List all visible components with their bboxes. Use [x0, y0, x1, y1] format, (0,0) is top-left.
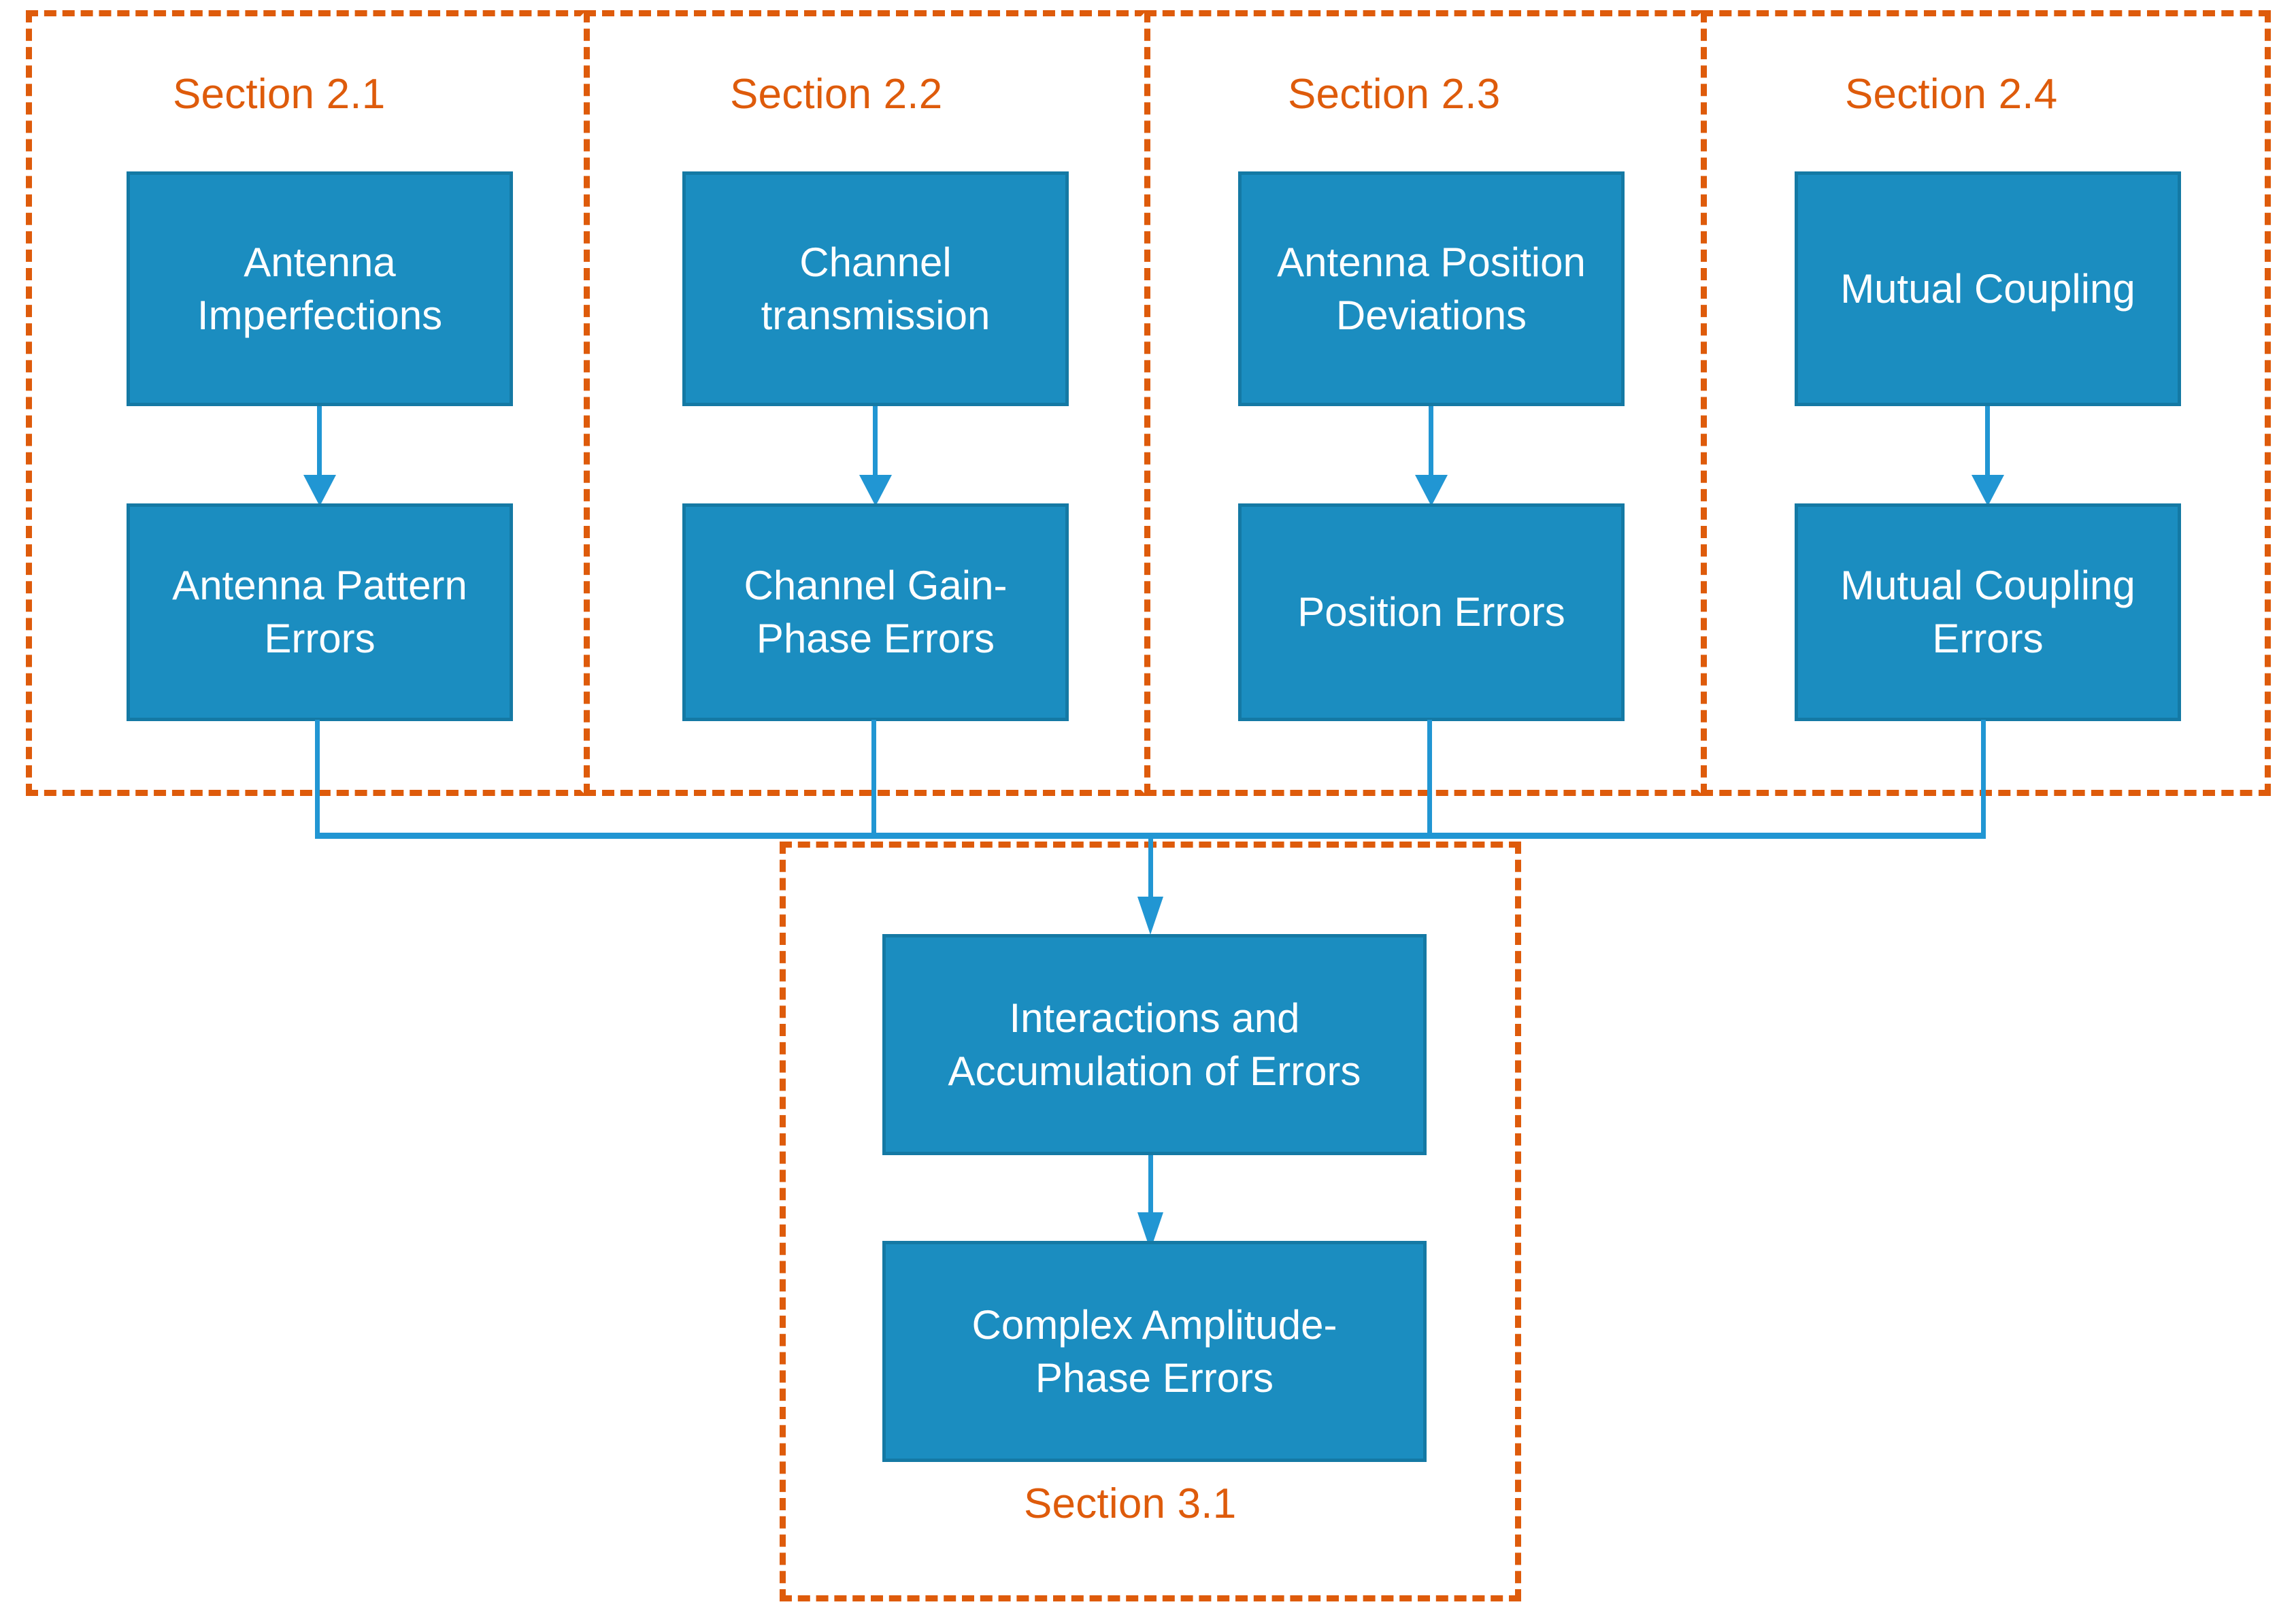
node-line-1: Antenna Position — [1277, 239, 1586, 285]
arrow-head-n3-n7 — [1415, 475, 1448, 506]
connector-n9-n10 — [1148, 1155, 1153, 1233]
section-label-3-1: Section 3.1 — [1024, 1480, 1237, 1527]
node-antenna-position-deviations[interactable]: Antenna Position Deviations — [1238, 171, 1625, 406]
node-antenna-pattern-errors[interactable]: Antenna Pattern Errors — [127, 503, 513, 721]
section-group-2-3 — [1144, 10, 1703, 796]
dropline-mutual-coupling-errors — [1981, 720, 1986, 837]
node-line-2: Imperfections — [197, 292, 443, 338]
node-line-2: Deviations — [1335, 292, 1527, 338]
node-line-2: Errors — [1932, 616, 2044, 661]
node-line-1: Mutual Coupling — [1840, 265, 2135, 312]
connector-n2-n6 — [873, 406, 878, 488]
node-line-1: Complex Amplitude- — [971, 1301, 1337, 1348]
arrow-head-bus-n9 — [1137, 897, 1163, 935]
node-line-1: Position Errors — [1297, 589, 1565, 635]
node-line-1: Antenna Pattern — [172, 563, 467, 608]
section-group-2-1 — [26, 10, 586, 796]
dropline-antenna-pattern-errors — [315, 720, 320, 837]
section-label-2-3: Section 2.3 — [1288, 71, 1501, 118]
arrow-head-n2-n6 — [859, 475, 892, 506]
section-group-2-2 — [584, 10, 1147, 796]
section-label-2-2: Section 2.2 — [730, 71, 943, 118]
node-position-errors[interactable]: Position Errors — [1238, 503, 1625, 721]
section-label-2-4: Section 2.4 — [1845, 71, 2058, 118]
node-line-1: Antenna — [244, 239, 396, 285]
connector-n3-n7 — [1429, 406, 1433, 488]
node-line-2: transmission — [761, 292, 991, 338]
node-line-1: Channel — [799, 239, 952, 285]
connector-n1-n5 — [317, 406, 322, 488]
connector-n4-n8 — [1985, 406, 1990, 488]
node-line-1: Channel Gain- — [744, 563, 1008, 608]
node-line-2: Accumulation of Errors — [948, 1048, 1361, 1094]
dropline-position-errors — [1427, 720, 1432, 837]
node-line-2: Phase Errors — [756, 616, 995, 661]
arrow-head-n4-n8 — [1971, 475, 2004, 506]
node-mutual-coupling-errors[interactable]: Mutual Coupling Errors — [1795, 503, 2181, 721]
section-label-2-1: Section 2.1 — [173, 71, 386, 118]
node-line-2: Phase Errors — [1035, 1354, 1274, 1401]
node-line-1: Interactions and — [1009, 995, 1300, 1041]
connector-bus-n9 — [1148, 833, 1153, 908]
node-line-1: Mutual Coupling — [1840, 563, 2135, 608]
node-line-2: Errors — [264, 616, 376, 661]
node-channel-gain-phase-errors[interactable]: Channel Gain- Phase Errors — [682, 503, 1069, 721]
node-antenna-imperfections[interactable]: Antenna Imperfections — [127, 171, 513, 406]
node-mutual-coupling[interactable]: Mutual Coupling — [1795, 171, 2181, 406]
node-interactions-accumulation-of-errors[interactable]: Interactions and Accumulation of Errors — [882, 934, 1427, 1155]
dropline-channel-gain-phase-errors — [871, 720, 876, 837]
node-complex-amplitude-phase-errors[interactable]: Complex Amplitude- Phase Errors — [882, 1241, 1427, 1462]
arrow-head-n1-n5 — [303, 475, 336, 506]
section-group-2-4 — [1701, 10, 2271, 796]
node-channel-transmission[interactable]: Channel transmission — [682, 171, 1069, 406]
